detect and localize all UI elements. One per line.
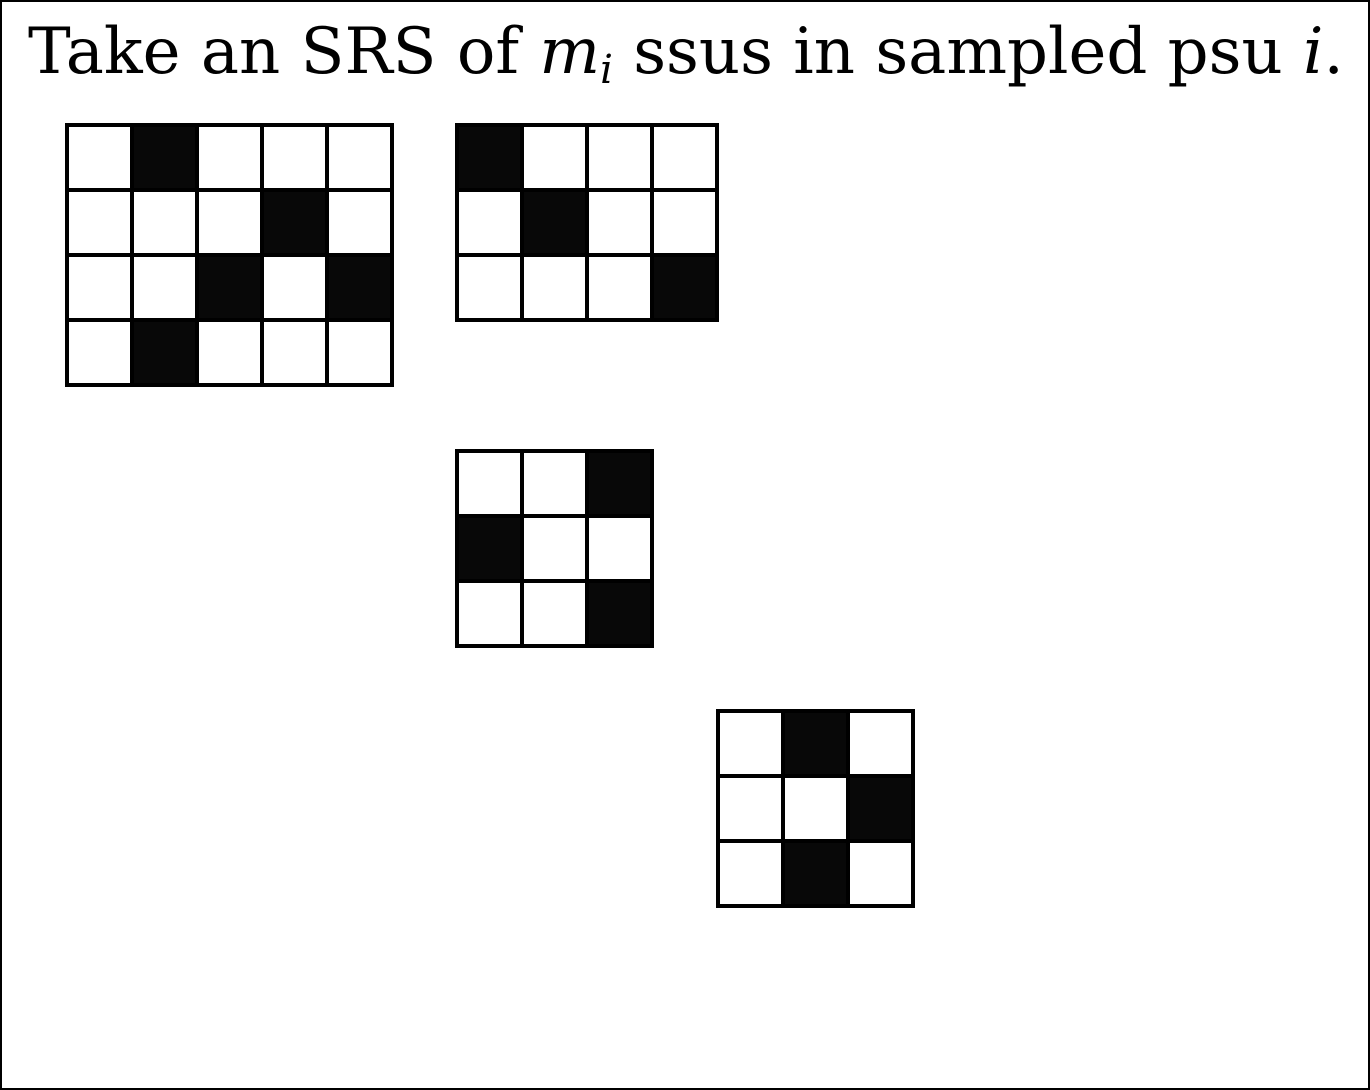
ssu-cell-selected bbox=[329, 257, 390, 318]
ssu-cell bbox=[850, 843, 911, 904]
ssu-cell-selected bbox=[524, 192, 585, 253]
ssu-cell bbox=[264, 257, 325, 318]
ssu-cell-selected bbox=[850, 778, 911, 839]
ssu-cell bbox=[134, 192, 195, 253]
ssu-cell bbox=[329, 322, 390, 383]
ssu-cell-selected bbox=[785, 713, 846, 774]
ssu-cell bbox=[199, 192, 260, 253]
figure-caption: Take an SRS of mi ssus in sampled psu i. bbox=[28, 10, 1344, 94]
ssu-cell bbox=[459, 583, 520, 644]
ssu-cell-selected bbox=[459, 518, 520, 579]
ssu-cell bbox=[524, 453, 585, 514]
ssu-cell bbox=[329, 127, 390, 188]
ssu-cell bbox=[589, 192, 650, 253]
caption-index: i bbox=[1303, 15, 1324, 89]
ssu-cell-selected bbox=[785, 843, 846, 904]
ssu-cell-selected bbox=[589, 453, 650, 514]
ssu-cell bbox=[524, 127, 585, 188]
ssu-cell bbox=[199, 127, 260, 188]
ssu-cell bbox=[264, 127, 325, 188]
ssu-cell-selected bbox=[654, 257, 715, 318]
ssu-cell bbox=[720, 843, 781, 904]
ssu-cell bbox=[785, 778, 846, 839]
psu-grid-3 bbox=[455, 449, 654, 648]
ssu-cell bbox=[264, 322, 325, 383]
ssu-cell bbox=[459, 192, 520, 253]
caption-suffix: . bbox=[1323, 15, 1344, 89]
caption-middle: ssus in sampled psu bbox=[612, 15, 1304, 89]
ssu-cell bbox=[720, 778, 781, 839]
ssu-cell bbox=[589, 518, 650, 579]
ssu-cell-selected bbox=[459, 127, 520, 188]
caption-variable: mi bbox=[539, 15, 612, 90]
ssu-cell bbox=[459, 257, 520, 318]
ssu-cell bbox=[720, 713, 781, 774]
ssu-cell bbox=[69, 322, 130, 383]
ssu-cell bbox=[524, 257, 585, 318]
ssu-cell bbox=[589, 127, 650, 188]
psu-grid-1 bbox=[65, 123, 394, 387]
ssu-cell bbox=[524, 583, 585, 644]
ssu-cell-selected bbox=[589, 583, 650, 644]
ssu-cell bbox=[69, 127, 130, 188]
ssu-cell bbox=[69, 257, 130, 318]
caption-prefix: Take an SRS of bbox=[28, 15, 540, 89]
caption-variable-m: m bbox=[539, 15, 601, 89]
ssu-cell bbox=[459, 453, 520, 514]
ssu-cell bbox=[69, 192, 130, 253]
ssu-cell-selected bbox=[134, 322, 195, 383]
ssu-cell bbox=[134, 257, 195, 318]
ssu-cell bbox=[654, 192, 715, 253]
psu-grid-2 bbox=[455, 123, 719, 322]
ssu-cell bbox=[329, 192, 390, 253]
caption-variable-subscript: i bbox=[600, 47, 613, 93]
ssu-cell bbox=[850, 713, 911, 774]
psu-grid-4 bbox=[716, 709, 915, 908]
ssu-cell bbox=[199, 322, 260, 383]
ssu-cell-selected bbox=[199, 257, 260, 318]
ssu-cell bbox=[524, 518, 585, 579]
ssu-cell-selected bbox=[264, 192, 325, 253]
ssu-cell bbox=[654, 127, 715, 188]
ssu-cell bbox=[589, 257, 650, 318]
ssu-cell-selected bbox=[134, 127, 195, 188]
